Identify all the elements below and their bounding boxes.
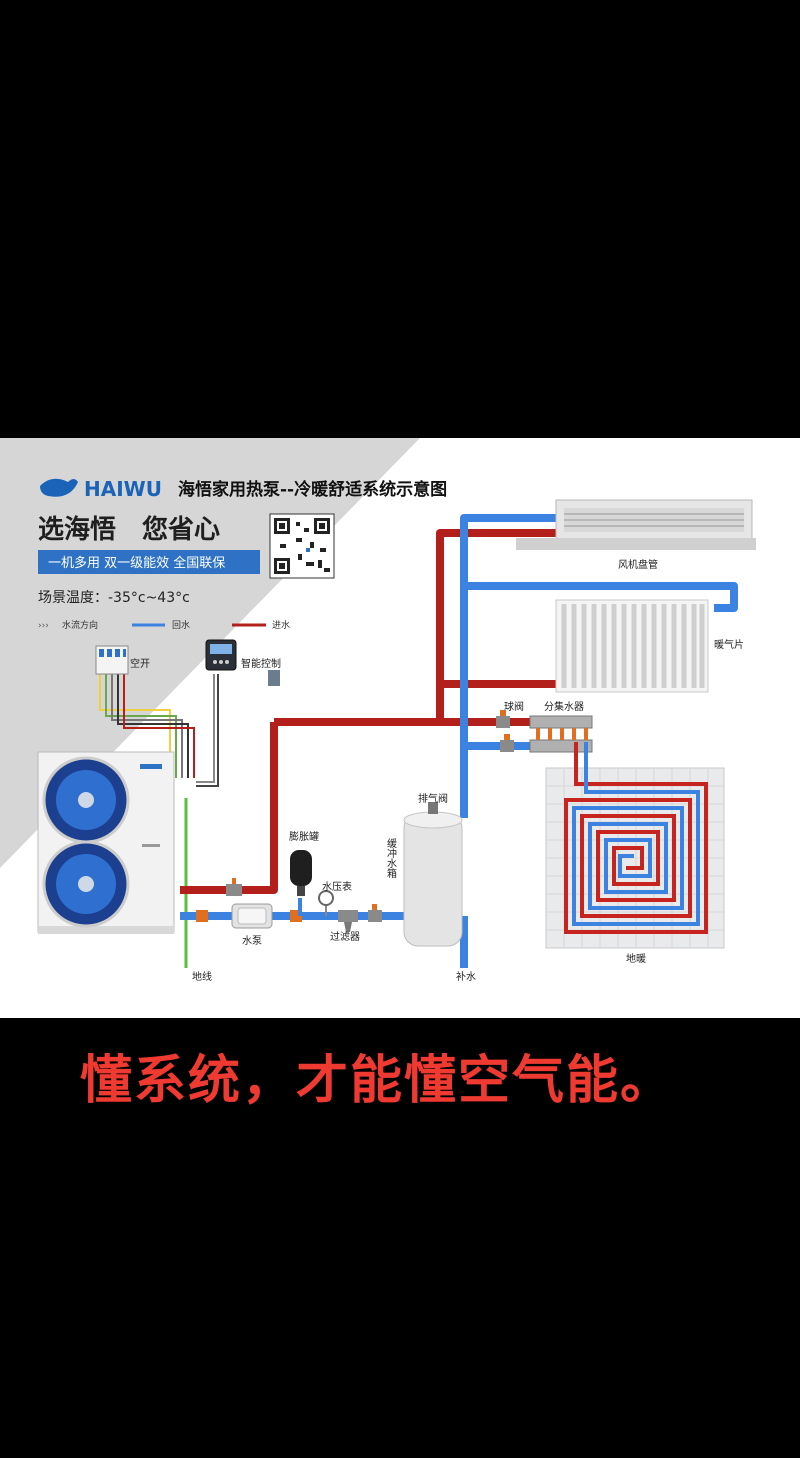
smart-control-label: 智能控制 xyxy=(241,657,281,670)
wave-logo-icon xyxy=(40,478,78,497)
water-pump xyxy=(231,903,273,929)
legend-supply-water: 进水 xyxy=(272,619,290,631)
supply-pipes xyxy=(180,529,556,894)
buffer-tank xyxy=(403,802,463,947)
ground-wire-label: 地线 xyxy=(192,970,212,983)
heat-pump-system-diagram: HAIWU 海悟家用热泵--冷暖舒适系统示意图 选海悟 您省心 一机多用 双一级… xyxy=(0,438,800,1018)
expansion-tank xyxy=(290,850,312,916)
buffer-tank-label: 缓冲水箱 xyxy=(385,837,397,879)
filter xyxy=(338,910,358,932)
manifold-label: 分集水器 xyxy=(544,700,584,713)
scene-temperature: 场景温度：-35°c~43°c xyxy=(38,590,190,606)
slogan: 选海悟 您省心 xyxy=(38,514,220,545)
smart-controller xyxy=(205,639,237,671)
flow-arrows-icon: ››› xyxy=(38,621,49,631)
gauge-icon xyxy=(318,890,334,906)
pressure-gauge-label: 水压表 xyxy=(322,880,352,893)
breaker xyxy=(95,645,129,675)
floor-heating-return-loop xyxy=(572,742,700,926)
radiator xyxy=(555,599,709,693)
exhaust-valve-icon xyxy=(428,802,438,814)
expansion-tank-label: 膨胀罐 xyxy=(289,830,319,843)
features-banner-bg xyxy=(38,550,260,574)
air-vent-valve-icon xyxy=(268,670,280,686)
valves xyxy=(196,670,514,922)
breaker-label: 空开 xyxy=(130,657,150,670)
wiring xyxy=(99,674,219,968)
floor-heating-supply-loop xyxy=(564,742,708,934)
legend-flow-direction: 水流方向 xyxy=(62,619,98,631)
heat-pump-unit xyxy=(37,751,175,934)
caption: 懂系统，才能懂空气能。 xyxy=(0,1038,800,1111)
legend-return-water: 回水 xyxy=(172,619,190,631)
exhaust-valve-label: 排气阀 xyxy=(418,792,448,805)
floor-heating xyxy=(545,742,725,949)
fan-coil-label: 风机盘管 xyxy=(618,558,658,571)
qr-code xyxy=(269,513,335,579)
caption-text: 懂系统，才能懂空气能。 xyxy=(80,1051,675,1111)
ball-valve-label: 球阀 xyxy=(504,700,524,713)
radiator-label: 暖气片 xyxy=(714,638,744,651)
legend: ››› 水流方向 回水 进水 xyxy=(38,619,290,631)
fan-coil xyxy=(516,499,756,550)
makeup-water-label: 补水 xyxy=(456,970,476,983)
brand-logo-text: HAIWU xyxy=(84,477,162,501)
diagram-title: 海悟家用热泵--冷暖舒适系统示意图 xyxy=(178,479,447,500)
brand-logo: HAIWU xyxy=(40,477,162,501)
features-banner: 一机多用 双一级能效 全国联保 xyxy=(48,555,225,571)
water-pump-label: 水泵 xyxy=(242,935,262,947)
floor-heating-label: 地暖 xyxy=(626,952,646,965)
filter-label: 过滤器 xyxy=(330,930,360,943)
pressure-gauge xyxy=(318,890,334,916)
